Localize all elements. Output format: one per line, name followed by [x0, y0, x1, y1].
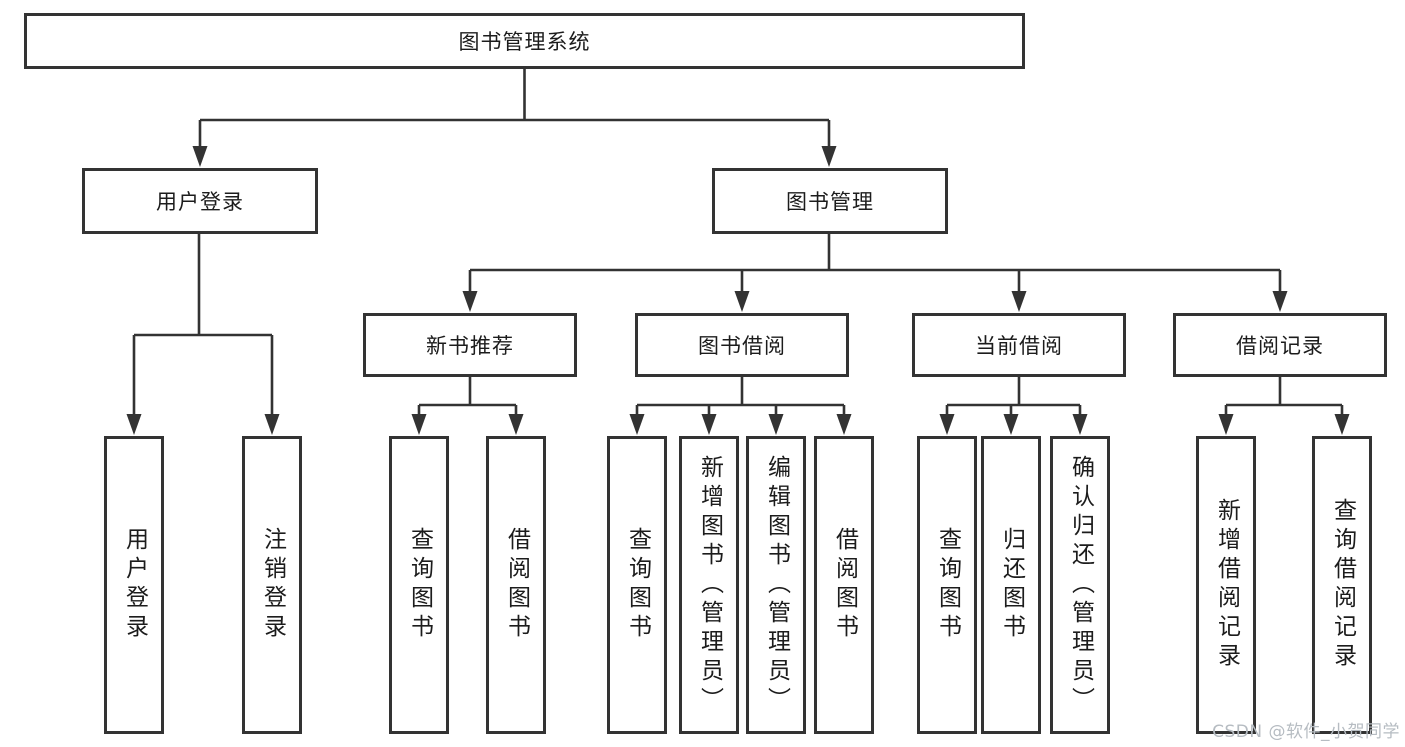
leaf-query-borrow-record: 查询借阅记录: [1312, 436, 1372, 734]
leaf-add-books-admin: 新增图书（管理员）: [679, 436, 739, 734]
leaf-query-books-borrow: 查询图书: [607, 436, 667, 734]
node-current-borrowing: 当前借阅: [912, 313, 1126, 377]
node-label: 新书推荐: [426, 334, 514, 358]
node-label: 归还图书: [998, 527, 1025, 643]
node-new-book-recommend: 新书推荐: [363, 313, 577, 377]
node-book-borrowing: 图书借阅: [635, 313, 849, 377]
leaf-logout: 注销登录: [242, 436, 302, 734]
node-label: 图书管理: [786, 190, 874, 214]
leaf-borrow-books-borrow: 借阅图书: [814, 436, 874, 734]
leaf-add-borrow-record: 新增借阅记录: [1196, 436, 1256, 734]
node-label: 用户登录: [156, 190, 244, 214]
leaf-edit-books-admin: 编辑图书（管理员）: [746, 436, 806, 734]
node-label: 查询图书: [934, 527, 961, 643]
leaf-borrow-books-recommend: 借阅图书: [486, 436, 546, 734]
leaf-return-books: 归还图书: [981, 436, 1041, 734]
node-label: 查询图书: [624, 527, 651, 643]
node-label: 新增图书（管理员）: [696, 454, 723, 716]
node-borrow-records: 借阅记录: [1173, 313, 1387, 377]
node-label: 图书管理系统: [458, 30, 591, 54]
node-label: 新增借阅记录: [1213, 498, 1240, 672]
node-label: 注销登录: [259, 527, 286, 643]
node-label: 当前借阅: [975, 334, 1063, 358]
node-label: 查询图书: [406, 527, 433, 643]
watermark: CSDN @软件_小贺同学: [1212, 722, 1400, 742]
node-label: 编辑图书（管理员）: [763, 454, 790, 716]
node-label: 借阅图书: [503, 527, 530, 643]
leaf-query-books-recommend: 查询图书: [389, 436, 449, 734]
node-book-management: 图书管理: [712, 168, 948, 234]
node-label: 用户登录: [121, 527, 148, 643]
node-label: 图书借阅: [698, 334, 786, 358]
node-root: 图书管理系统: [24, 13, 1025, 69]
leaf-query-books-current: 查询图书: [917, 436, 977, 734]
leaf-user-login: 用户登录: [104, 436, 164, 734]
node-label: 确认归还（管理员）: [1067, 454, 1094, 716]
leaf-confirm-return-admin: 确认归还（管理员）: [1050, 436, 1110, 734]
node-label: 查询借阅记录: [1329, 498, 1356, 672]
node-label: 借阅图书: [831, 527, 858, 643]
node-user-login: 用户登录: [82, 168, 318, 234]
node-label: 借阅记录: [1236, 334, 1324, 358]
